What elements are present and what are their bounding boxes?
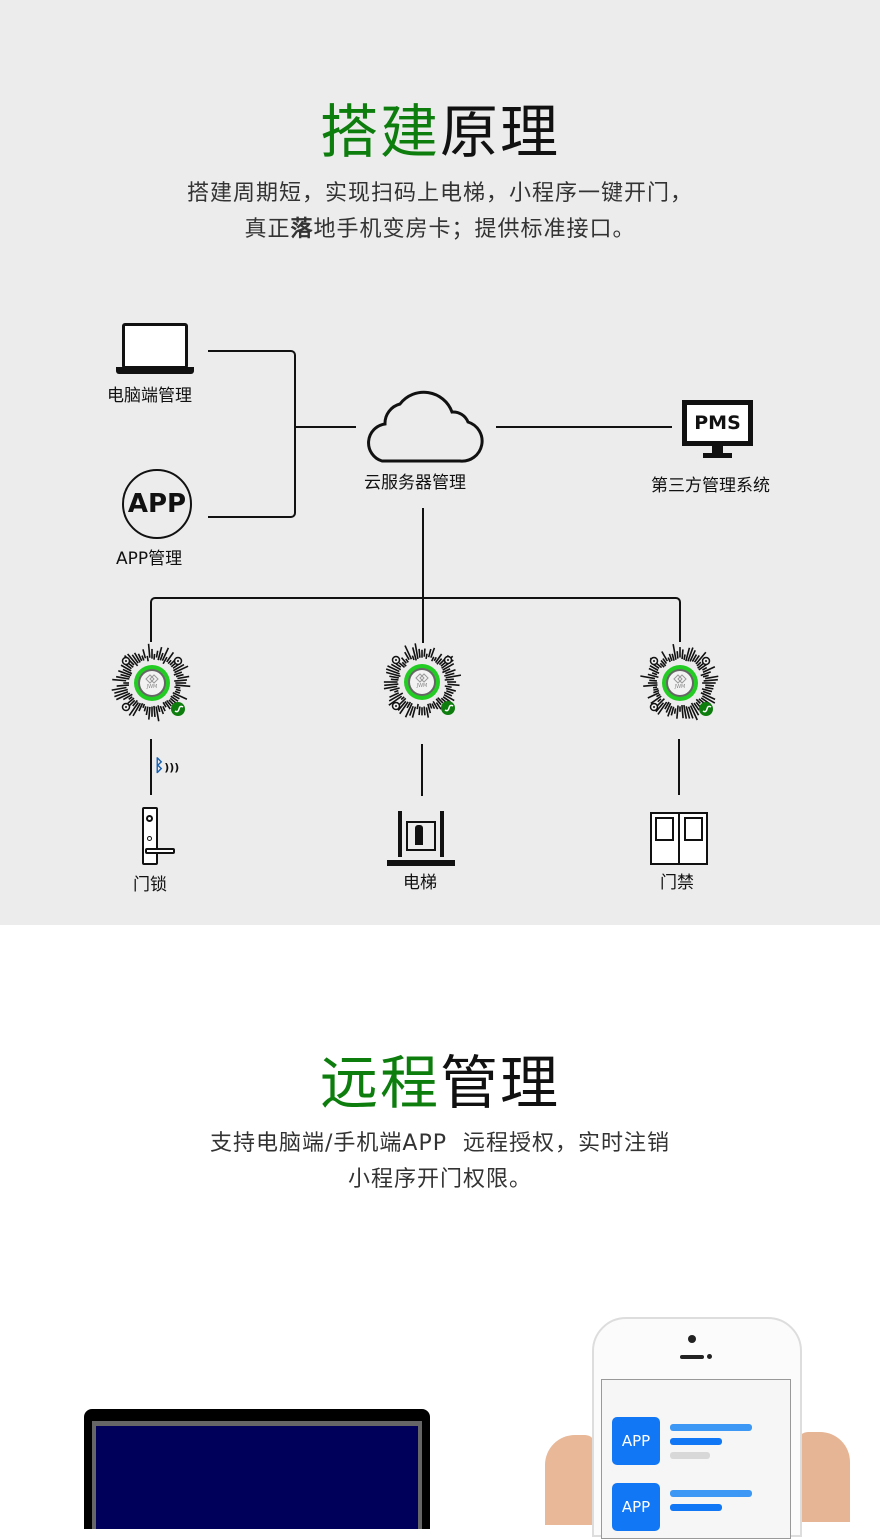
pms-icon-text: PMS <box>694 412 741 434</box>
app-icon-text: APP <box>128 489 186 519</box>
laptop-icon <box>116 323 194 375</box>
access-door-icon <box>650 812 708 865</box>
pms-monitor-icon: PMS <box>682 400 753 460</box>
connector-line <box>150 739 152 795</box>
phone-app-icon: APP <box>612 1417 660 1465</box>
subtitle-line1: 搭建周期短，实现扫码上电梯，小程序一键开门， <box>0 176 880 212</box>
principle-title: 搭建原理 <box>0 85 880 169</box>
remote-title: 远程管理 <box>0 1036 880 1120</box>
cloud-label: 云服务器管理 <box>364 468 466 493</box>
svg-text:JWM: JWM <box>674 684 686 690</box>
app-icon: APP <box>122 469 192 539</box>
hand-right <box>798 1432 850 1522</box>
cloud-icon <box>360 382 484 464</box>
connector-line <box>296 426 356 428</box>
door-lock-icon <box>142 807 178 867</box>
subtitle-line2: 小程序开门权限。 <box>0 1162 880 1198</box>
principle-section: 搭建原理 搭建周期短，实现扫码上电梯，小程序一键开门， 真正落地手机变房卡；提供… <box>0 0 880 925</box>
pms-label: 第三方管理系统 <box>651 471 770 496</box>
principle-subtitle: 搭建周期短，实现扫码上电梯，小程序一键开门， 真正落地手机变房卡；提供标准接口。 <box>0 176 880 248</box>
bluetooth-icon: ᛒ))) <box>154 756 179 776</box>
connector-line <box>421 744 423 796</box>
title-black: 原理 <box>440 98 560 166</box>
svg-text:JWM: JWM <box>416 683 428 689</box>
phone-app-icon: APP <box>612 1483 660 1531</box>
subtitle-line2: 真正落地手机变房卡；提供标准接口。 <box>0 212 880 248</box>
subtitle-bold: 落 <box>290 217 313 242</box>
connector-line <box>496 426 672 428</box>
device-label-elevator: 电梯 <box>403 868 437 893</box>
title-black: 管理 <box>440 1049 560 1117</box>
title-green: 搭建 <box>320 98 440 166</box>
remote-subtitle: 支持电脑端/手机端APP 远程授权，实时注销 小程序开门权限。 <box>0 1126 880 1198</box>
connector-line <box>678 739 680 795</box>
app-label: APP管理 <box>116 544 182 569</box>
device-label-access: 门禁 <box>660 868 694 893</box>
title-green: 远程 <box>320 1049 440 1117</box>
elevator-icon <box>387 811 455 867</box>
svg-text:JWM: JWM <box>146 684 158 690</box>
phone-image: APP APP <box>592 1317 802 1537</box>
mini-program-code[interactable]: JWM <box>380 640 464 724</box>
app-label: APP <box>622 1498 650 1516</box>
mini-program-code[interactable]: JWM <box>638 641 722 725</box>
connector-bracket <box>208 350 296 518</box>
app-label: APP <box>622 1432 650 1450</box>
pc-label: 电脑端管理 <box>107 381 192 406</box>
device-label-lock: 门锁 <box>133 870 167 895</box>
subtitle-line1: 支持电脑端/手机端APP 远程授权，实时注销 <box>0 1126 880 1162</box>
mini-program-code[interactable]: JWM <box>110 641 194 725</box>
subtitle-text: 地手机变房卡；提供标准接口。 <box>314 217 636 242</box>
hand-left <box>545 1435 595 1525</box>
subtitle-text: 真正 <box>244 217 290 242</box>
laptop-image <box>84 1409 430 1529</box>
connector-branch <box>150 597 681 642</box>
